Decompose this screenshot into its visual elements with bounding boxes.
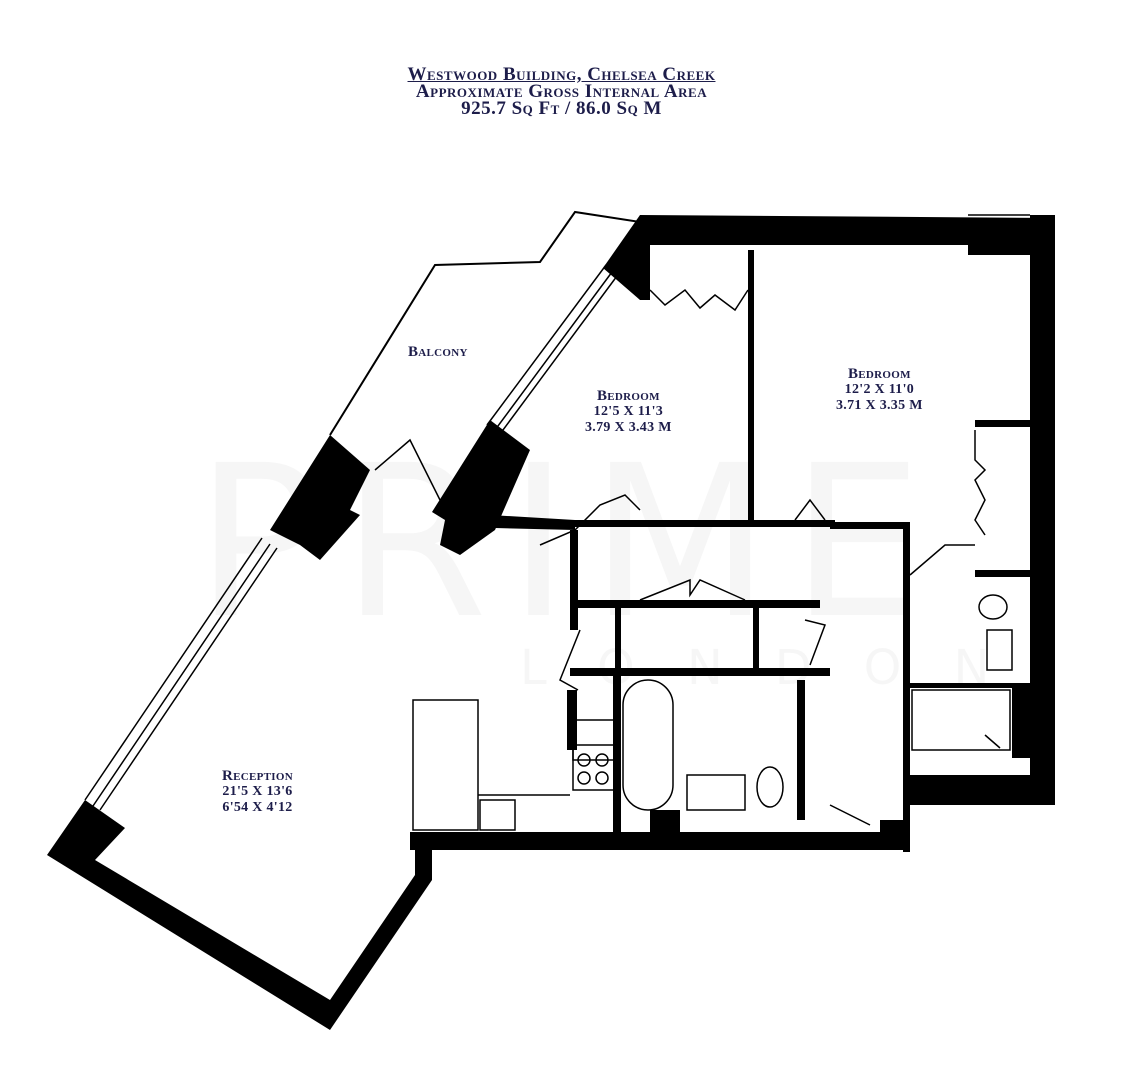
balcony-outline (329, 210, 641, 436)
hob-ring-icon (595, 771, 609, 785)
doors-and-wardrobes (374, 288, 987, 826)
sink-icon (986, 629, 1013, 671)
room-label-bedroom-2: Bedroom 12'5 X 11'3 3.79 X 3.43 M (585, 388, 672, 435)
shower-tray-icon (911, 689, 1011, 751)
area-value: 925.7 Sq Ft / 86.0 Sq M (461, 98, 662, 119)
room-label-reception: Reception 21'5 X 13'6 6'54 X 4'12 (222, 768, 293, 815)
kitchen-fixtures (412, 699, 616, 831)
bathtub-icon (622, 679, 674, 811)
area-subtitle: Approximate Gross Internal Area (415, 81, 708, 102)
toilet-icon (978, 594, 1008, 620)
building-title: Westwood Building, Chelsea Creek (407, 64, 716, 85)
window-glazing (84, 214, 1030, 811)
room-label-bedroom-1: Bedroom 12'2 X 11'0 3.71 X 3.35 M (836, 366, 923, 413)
hob-ring-icon (595, 753, 609, 767)
sink-icon (686, 774, 746, 811)
hob-ring-icon (577, 753, 591, 767)
plan-header: Westwood Building, Chelsea Creek Approxi… (0, 64, 1123, 119)
room-label-balcony: Balcony (408, 344, 468, 360)
hob-ring-icon (577, 771, 591, 785)
walls (47, 215, 1055, 1030)
bathroom-fixtures (622, 594, 1013, 811)
toilet-icon (756, 766, 784, 808)
